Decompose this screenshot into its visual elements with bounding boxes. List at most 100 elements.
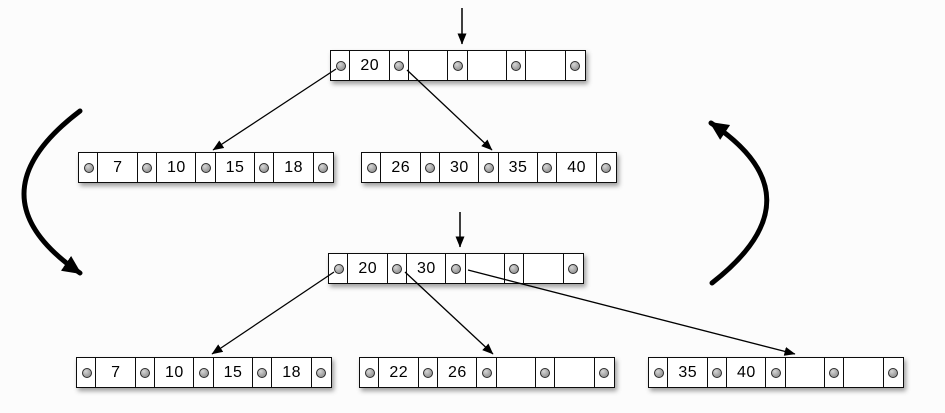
pointer-slot-icon (503, 253, 525, 284)
pointer-dot-icon (394, 60, 405, 71)
key-cell (784, 357, 826, 388)
transition-up-arrow (708, 120, 770, 286)
after-right-leaf-node: 35 40 (648, 357, 904, 388)
pointer-slot-icon (823, 357, 845, 388)
key-cell: 20 (349, 50, 391, 81)
pointer-slot-icon (386, 253, 408, 284)
key-cell (495, 357, 537, 388)
pointer-dot-icon (450, 263, 461, 274)
pointer-slot-icon (595, 152, 617, 183)
key-cell: 26 (380, 152, 422, 183)
pointer-dot-icon (364, 367, 375, 378)
pointer-dot-icon (770, 367, 781, 378)
key-cell (523, 253, 565, 284)
pointer-slot-icon (251, 357, 273, 388)
key-cell: 22 (378, 357, 420, 388)
pointer-dot-icon (452, 60, 463, 71)
pointer-slot-icon (253, 152, 275, 183)
pointer-dot-icon (392, 263, 403, 274)
pointer-dot-icon (540, 367, 551, 378)
key-cell: 7 (95, 357, 137, 388)
after-root-node: 20 30 (328, 253, 584, 284)
pointer-dot-icon (542, 162, 553, 173)
pointer-slot-icon (193, 357, 215, 388)
key-cell: 30 (405, 253, 447, 284)
pointer-dot-icon (333, 263, 344, 274)
key-cell (466, 50, 508, 81)
key-cell (843, 357, 885, 388)
pointer-dot-icon (140, 367, 151, 378)
key-cell: 26 (436, 357, 478, 388)
pointer-slot-icon (706, 357, 728, 388)
pointer-dot-icon (81, 367, 92, 378)
pointer-dot-icon (599, 367, 609, 378)
after-left-leaf-node: 7 10 15 18 (76, 357, 332, 388)
pointer-slot-icon (330, 50, 351, 81)
pointer-dot-icon (259, 162, 270, 173)
pointer-dot-icon (483, 162, 494, 173)
pointer-slot-icon (564, 50, 586, 81)
pointer-slot-icon (534, 357, 556, 388)
before-left-leaf-node: 7 10 15 18 (78, 152, 334, 183)
key-cell: 40 (725, 357, 767, 388)
pointer-slot-icon (78, 152, 99, 183)
key-cell: 35 (667, 357, 709, 388)
child-link-arrow-before-left (212, 68, 337, 151)
key-cell: 35 (497, 152, 539, 183)
pointer-slot-icon (765, 357, 787, 388)
pointer-dot-icon (570, 60, 580, 71)
key-cell: 30 (438, 152, 480, 183)
pointer-slot-icon (195, 152, 217, 183)
pointer-dot-icon (366, 162, 377, 173)
key-cell (554, 357, 596, 388)
key-cell (407, 50, 449, 81)
key-cell: 15 (214, 152, 256, 183)
pointer-dot-icon (257, 367, 268, 378)
before-root-node: 20 (330, 50, 586, 81)
key-cell: 10 (155, 152, 197, 183)
pointer-slot-icon (447, 50, 469, 81)
pointer-slot-icon (593, 357, 615, 388)
pointer-slot-icon (505, 50, 527, 81)
pointer-slot-icon (419, 152, 441, 183)
pointer-dot-icon (509, 263, 520, 274)
pointer-dot-icon (653, 367, 664, 378)
pointer-dot-icon (511, 60, 522, 71)
pointer-dot-icon (601, 162, 611, 173)
key-cell: 18 (271, 357, 313, 388)
key-cell: 20 (347, 253, 389, 284)
key-cell (464, 253, 506, 284)
child-link-arrow-after-middle (404, 271, 494, 355)
key-cell: 18 (273, 152, 315, 183)
pointer-slot-icon (417, 357, 439, 388)
child-link-arrow-before-right (406, 69, 493, 151)
pointer-slot-icon (312, 152, 334, 183)
key-cell: 15 (212, 357, 254, 388)
pointer-slot-icon (882, 357, 904, 388)
pointer-slot-icon (476, 357, 498, 388)
pointer-dot-icon (200, 162, 211, 173)
pointer-slot-icon (134, 357, 156, 388)
pointer-dot-icon (335, 60, 346, 71)
key-cell: 40 (556, 152, 598, 183)
pointer-dot-icon (712, 367, 723, 378)
pointer-dot-icon (888, 367, 898, 378)
pointer-dot-icon (481, 367, 492, 378)
key-cell (525, 50, 567, 81)
pointer-slot-icon (648, 357, 669, 388)
pointer-slot-icon (136, 152, 158, 183)
pointer-slot-icon (359, 357, 380, 388)
after-middle-leaf-node: 22 26 (359, 357, 615, 388)
child-link-arrow-after-left (211, 271, 335, 355)
pointer-slot-icon (310, 357, 332, 388)
pointer-slot-icon (478, 152, 500, 183)
pointer-slot-icon (562, 253, 584, 284)
key-cell: 7 (97, 152, 139, 183)
before-right-leaf-node: 26 30 35 40 (361, 152, 617, 183)
pointer-dot-icon (425, 162, 436, 173)
pointer-dot-icon (318, 162, 328, 173)
pointer-slot-icon (76, 357, 97, 388)
pointer-slot-icon (388, 50, 410, 81)
pointer-dot-icon (568, 263, 578, 274)
